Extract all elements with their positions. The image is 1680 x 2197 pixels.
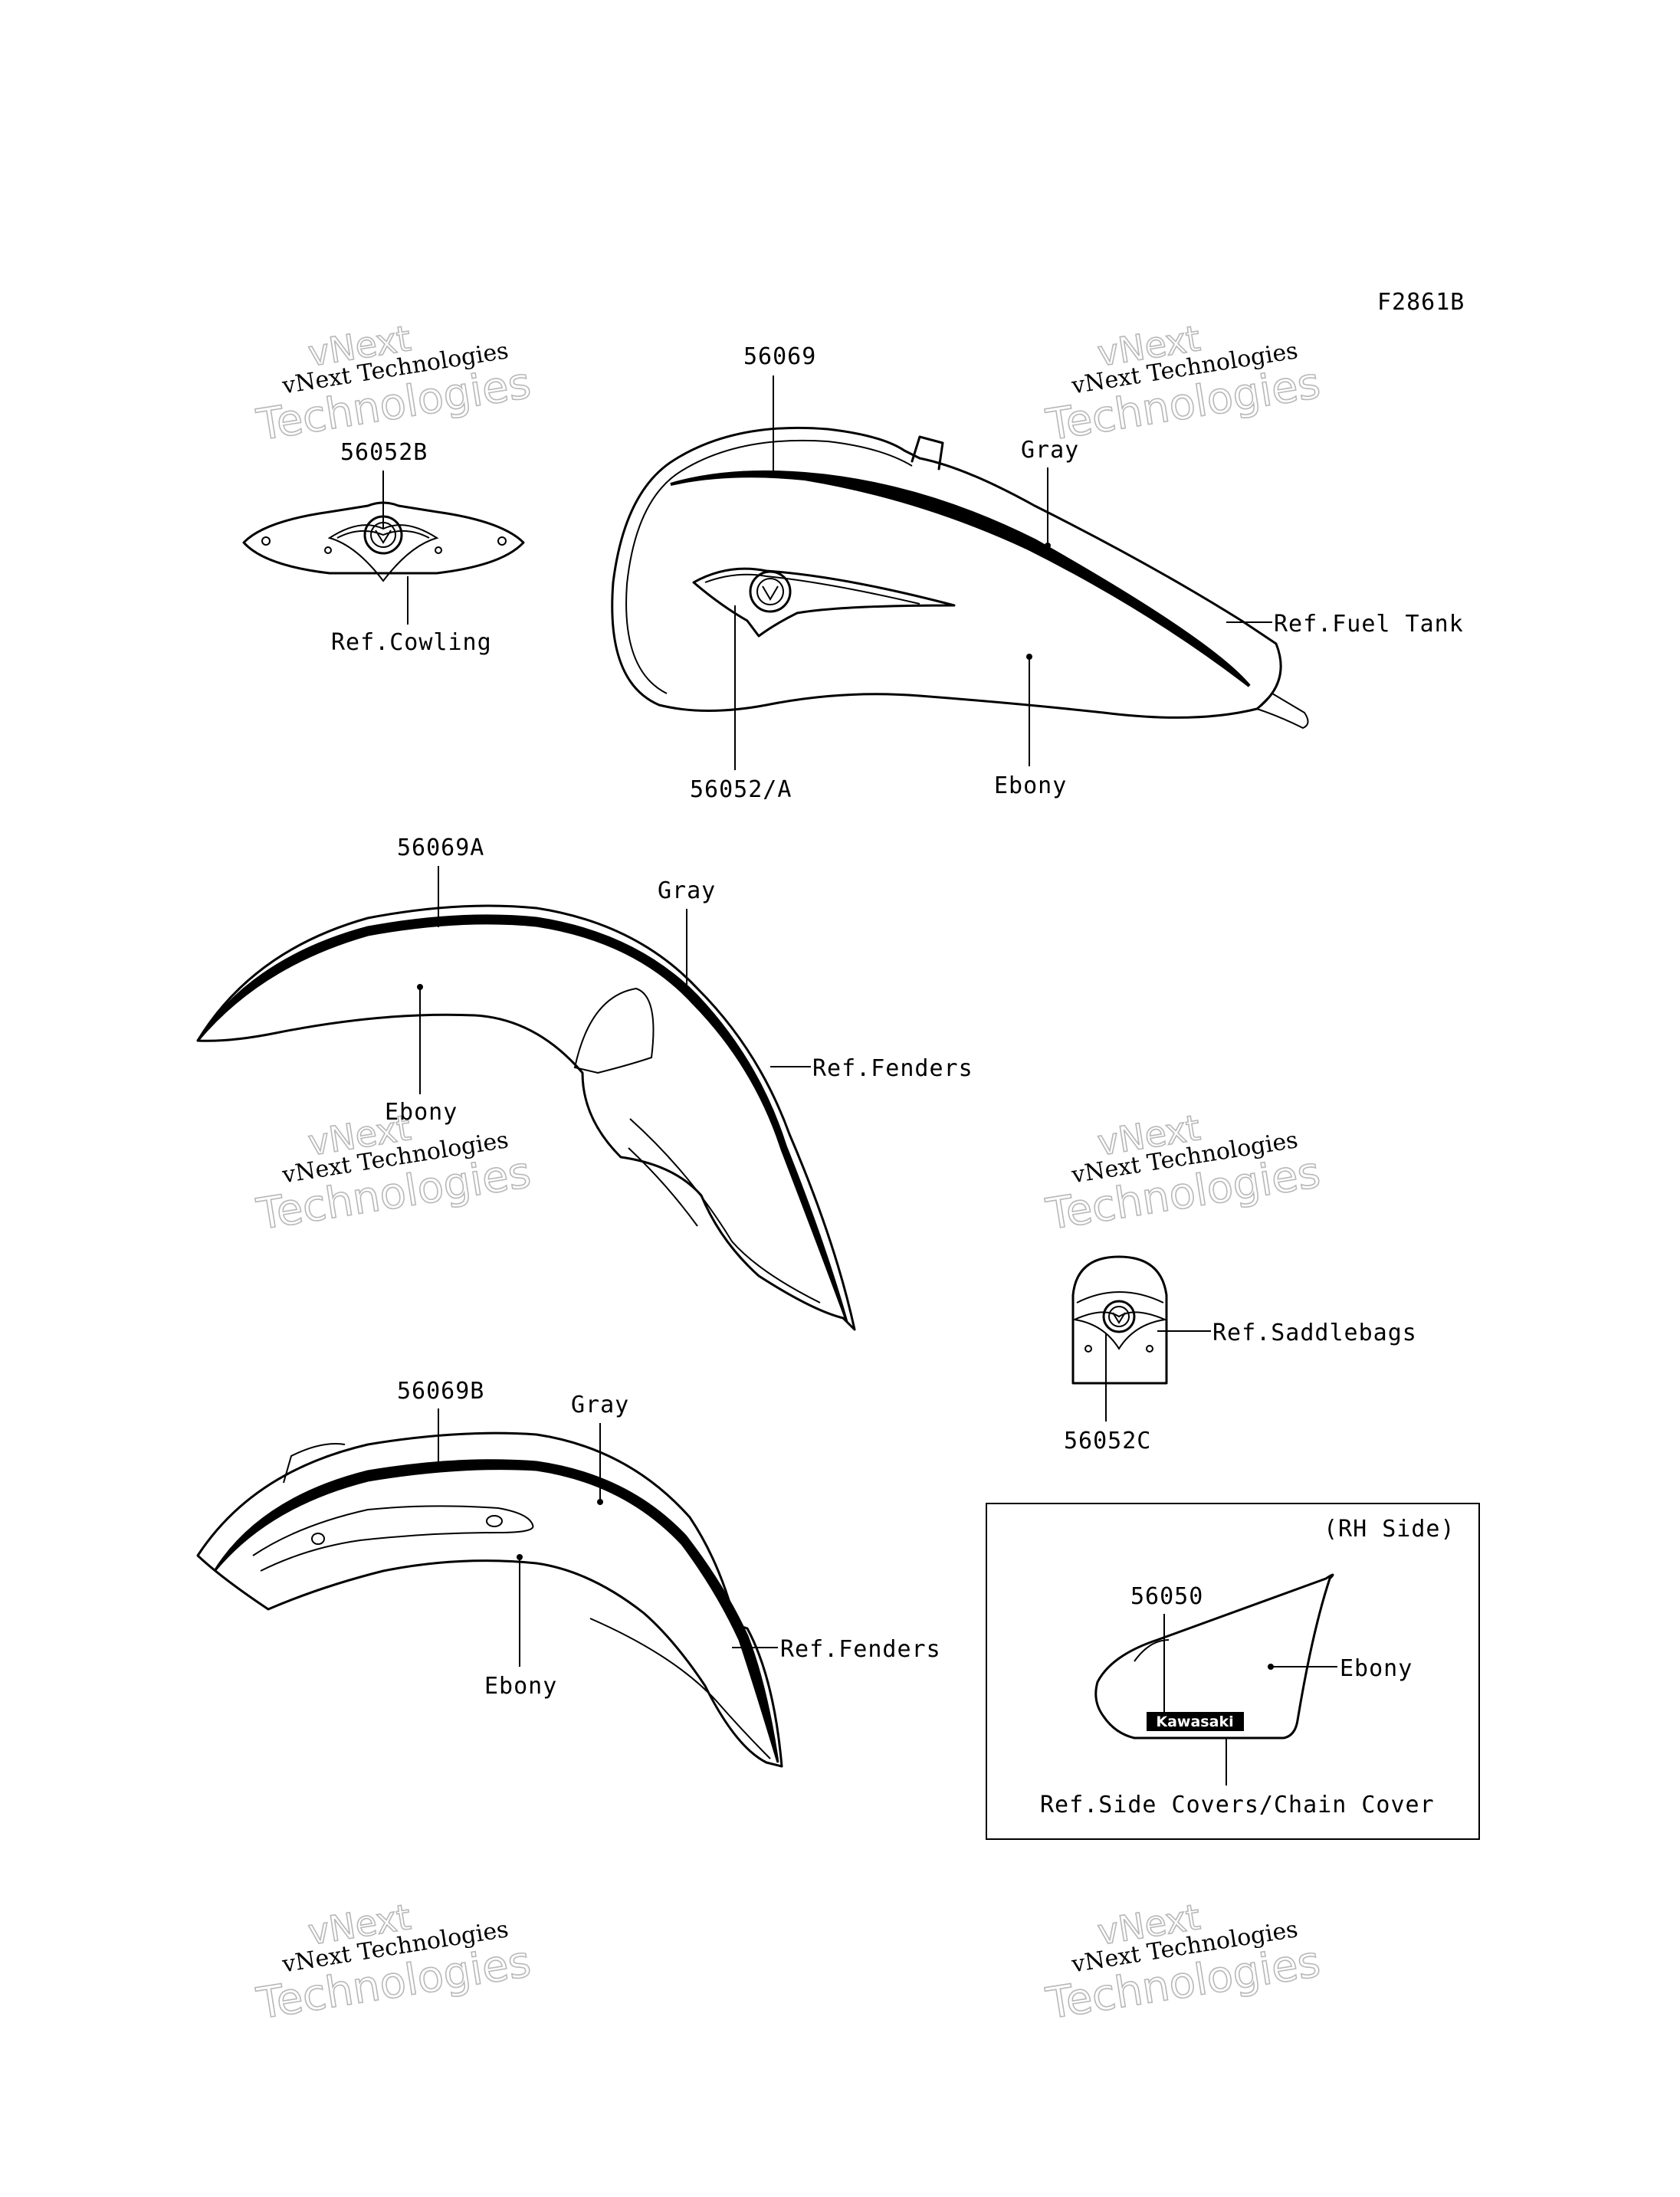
fuel-tank <box>611 426 1309 730</box>
label-ebony-side-cover: Ebony <box>1340 1655 1413 1682</box>
figure-code: F2861B <box>1377 289 1465 316</box>
label-ref-fenders-front: Ref.Fenders <box>812 1055 973 1082</box>
label-56050: 56050 <box>1130 1583 1203 1610</box>
watermark-bottom-right: vNext vNext Technologies Technologies <box>1042 1895 1324 2030</box>
cowling-emblem <box>242 501 525 582</box>
rear-fender <box>196 1431 783 1768</box>
label-ebony-front-fender: Ebony <box>385 1099 458 1126</box>
watermark-bottom-left: vNext vNext Technologies Technologies <box>253 1895 535 2030</box>
watermark-mid-right: vNext vNext Technologies Technologies <box>1042 1106 1324 1241</box>
label-ebony-tank: Ebony <box>994 772 1067 799</box>
watermark-mid-left: vNext vNext Technologies Technologies <box>253 1106 535 1241</box>
dot-gray-tank <box>1045 543 1051 549</box>
dot-gray-rear-fender <box>597 1499 603 1505</box>
saddlebag-emblem <box>1071 1255 1168 1385</box>
label-gray-front-fender: Gray <box>658 877 716 904</box>
label-ref-saddlebags: Ref.Saddlebags <box>1212 1320 1417 1346</box>
label-gray-rear-fender: Gray <box>571 1392 629 1418</box>
rh-side-box <box>986 1503 1480 1840</box>
kawasaki-logo: Kawasaki <box>1156 1713 1233 1730</box>
dot-ebony-rear-fender <box>517 1554 523 1560</box>
label-ref-cowling: Ref.Cowling <box>331 629 492 656</box>
label-56069: 56069 <box>743 343 816 370</box>
label-56069A: 56069A <box>397 835 484 861</box>
label-56052C: 56052C <box>1064 1428 1151 1454</box>
label-56052A: 56052/A <box>690 776 792 803</box>
label-ebony-rear-fender: Ebony <box>484 1673 557 1700</box>
dot-ebony-front-fender <box>417 984 423 990</box>
label-ref-side-covers: Ref.Side Covers/Chain Cover <box>1040 1792 1435 1818</box>
label-56052B: 56052B <box>340 439 428 466</box>
label-ref-fenders-rear: Ref.Fenders <box>780 1636 941 1663</box>
watermark-top-right: vNext vNext Technologies Technologies <box>1042 316 1324 451</box>
front-fender <box>196 904 856 1331</box>
side-cover: Kawasaki <box>1094 1573 1334 1740</box>
label-56069B: 56069B <box>397 1378 484 1405</box>
dot-gray-front-fender <box>684 985 690 992</box>
dot-ebony-tank <box>1026 654 1032 660</box>
label-gray-tank: Gray <box>1021 437 1079 464</box>
label-ref-fuel-tank: Ref.Fuel Tank <box>1274 611 1464 638</box>
watermark-top-left: vNext vNext Technologies Technologies <box>253 316 535 451</box>
label-rh-side: (RH Side) <box>1324 1516 1455 1543</box>
